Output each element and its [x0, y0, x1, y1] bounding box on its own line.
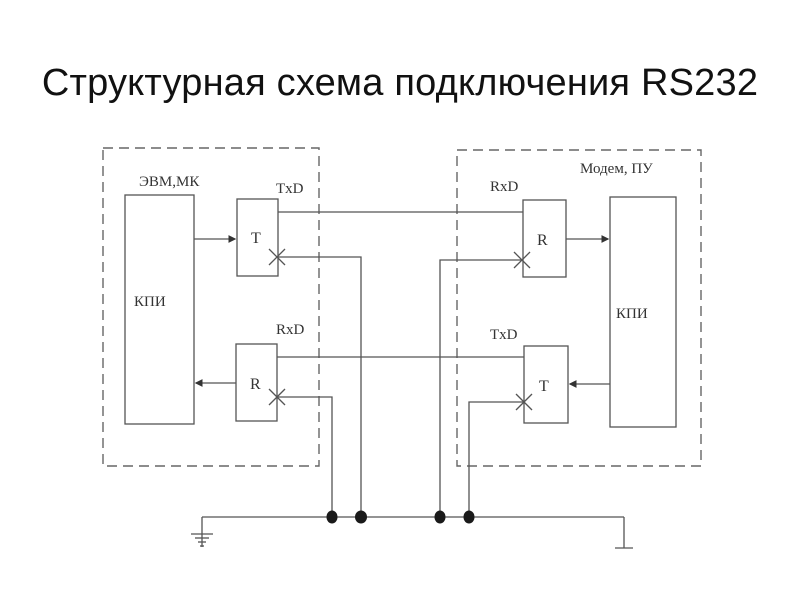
- left-device-boundary: [102, 147, 320, 467]
- page-title: Структурная схема подключения RS232: [41, 62, 759, 104]
- right-device-label: Модем, ПУ: [580, 161, 653, 177]
- left-transmitter-symbol: T: [251, 230, 261, 247]
- right-txd-label: TxD: [490, 327, 518, 343]
- left-receiver-symbol: R: [250, 376, 261, 393]
- right-receiver-block: [522, 199, 567, 278]
- left-t-ground-wire: [277, 256, 362, 517]
- junction-dot-icon: [355, 510, 367, 524]
- junction-dot-icon: [463, 510, 475, 524]
- right-rxd-label: RxD: [490, 179, 519, 195]
- right-r-ground-wire: [439, 259, 522, 517]
- right-transmitter-symbol: T: [539, 378, 549, 395]
- right-controller-label: КПИ: [616, 306, 648, 322]
- junction-dot-icon: [434, 510, 446, 524]
- left-rxd-label: RxD: [276, 322, 305, 338]
- left-device-label: ЭВМ,МК: [139, 174, 200, 190]
- earth-ground-icon: [191, 517, 213, 547]
- left-controller-block: [124, 194, 195, 425]
- junction-dot-icon: [326, 510, 338, 524]
- chassis-ground-icon: [615, 517, 633, 549]
- right-controller-block: [609, 196, 677, 428]
- left-controller-label: КПИ: [134, 294, 166, 310]
- right-t-ground-wire: [468, 401, 524, 517]
- left-receiver-block: [235, 343, 278, 422]
- left-txd-label: TxD: [276, 181, 304, 197]
- right-device-boundary: [456, 149, 702, 467]
- right-receiver-symbol: R: [537, 232, 548, 249]
- left-r-ground-wire: [277, 396, 333, 517]
